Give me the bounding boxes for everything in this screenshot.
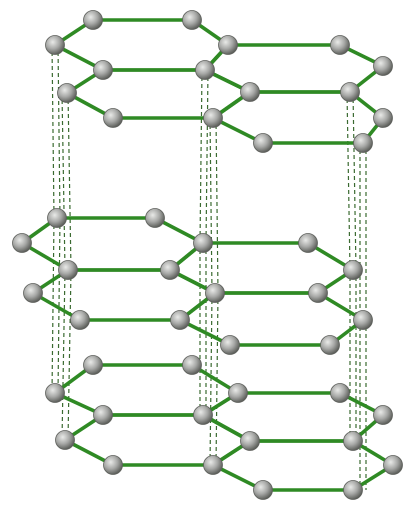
carbon-atom — [193, 405, 213, 425]
carbon-atom — [47, 208, 67, 228]
carbon-atom — [203, 108, 223, 128]
interlayer-link — [57, 217, 61, 394]
carbon-atom — [45, 35, 65, 55]
carbon-atom — [58, 260, 78, 280]
interlayer-link — [61, 92, 66, 271]
carbon-atom — [145, 208, 165, 228]
carbon-atom — [203, 455, 223, 475]
carbon-atom — [83, 355, 103, 375]
interlayer-link — [57, 44, 61, 219]
carbon-atom — [340, 82, 360, 102]
carbon-atom — [182, 355, 202, 375]
carbon-atom — [308, 283, 328, 303]
carbon-atom — [57, 83, 77, 103]
carbon-atom — [195, 60, 215, 80]
carbon-atom — [182, 10, 202, 30]
hexagon-ring-bottom-right-b — [211, 439, 395, 492]
interlayer-link — [67, 269, 72, 441]
carbon-atom — [170, 310, 190, 330]
carbon-atom — [228, 383, 248, 403]
carbon-atom — [330, 35, 350, 55]
carbon-atom — [55, 430, 75, 450]
carbon-atom — [93, 60, 113, 80]
interlayer-link — [205, 69, 209, 244]
carbon-atom — [353, 133, 373, 153]
carbon-atom — [353, 310, 373, 330]
carbon-atoms — [12, 10, 403, 500]
carbon-atom — [70, 310, 90, 330]
carbon-atom — [218, 35, 238, 55]
interlayer-link — [67, 92, 72, 271]
carbon-atom — [253, 133, 273, 153]
carbon-atom — [240, 82, 260, 102]
carbon-atom — [83, 10, 103, 30]
carbon-atom — [373, 56, 393, 76]
carbon-atom — [12, 233, 32, 253]
carbon-atom — [343, 431, 363, 451]
interlayer-link — [346, 91, 351, 271]
interlayer-link — [215, 117, 219, 294]
carbon-atom — [240, 431, 260, 451]
carbon-atom — [160, 260, 180, 280]
carbon-atom — [330, 383, 350, 403]
carbon-atom — [23, 283, 43, 303]
carbon-atom — [103, 108, 123, 128]
carbon-atom — [193, 233, 213, 253]
carbon-atom — [383, 455, 403, 475]
carbon-atom — [373, 108, 393, 128]
carbon-atom — [343, 480, 363, 500]
carbon-atom — [45, 383, 65, 403]
carbon-atom — [253, 480, 273, 500]
carbon-atom — [220, 335, 240, 355]
interlayer-link — [209, 117, 213, 294]
carbon-atom — [320, 335, 340, 355]
interlayer-link — [199, 69, 203, 244]
carbon-atom — [103, 455, 123, 475]
interlayer-link — [352, 91, 357, 271]
carbon-atom — [205, 283, 225, 303]
interlayer-link — [61, 269, 66, 441]
carbon-atom — [93, 405, 113, 425]
interlayer-link — [51, 44, 55, 219]
carbon-atom — [373, 405, 393, 425]
interlayer-link — [209, 292, 213, 466]
interlayer-bonds — [51, 44, 367, 490]
carbon-atom — [343, 260, 363, 280]
carbon-atom — [298, 233, 318, 253]
